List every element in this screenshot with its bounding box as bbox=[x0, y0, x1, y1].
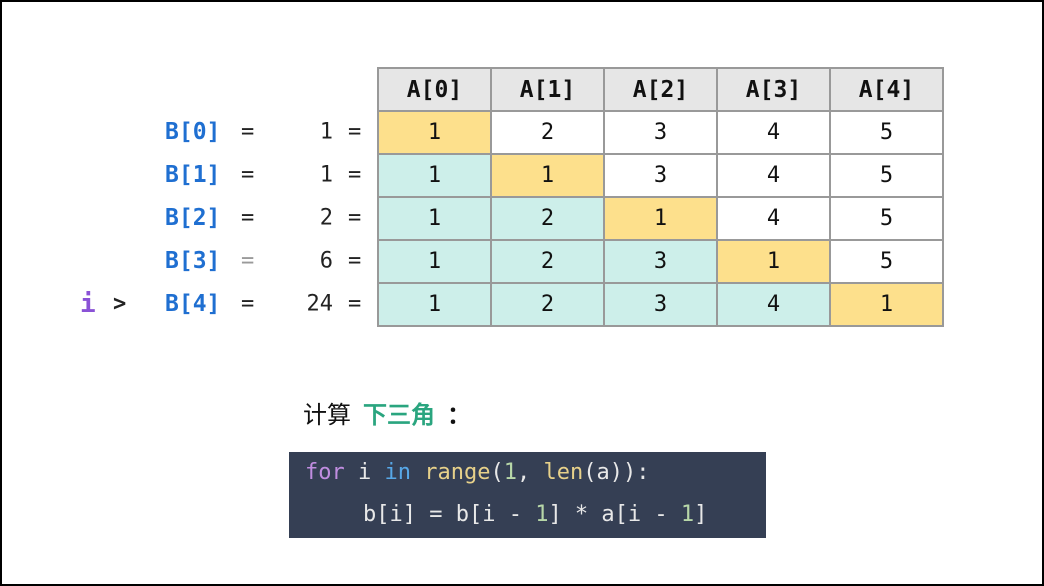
equals-sign: = bbox=[348, 291, 362, 316]
row-label: B[1] = 1 = bbox=[2, 153, 377, 196]
table-cell: 2 bbox=[490, 282, 605, 327]
row-label: i > B[4] = 24 = bbox=[2, 282, 377, 325]
table-cell: 3 bbox=[603, 110, 718, 155]
row-label: B[2] = 2 = bbox=[2, 196, 377, 239]
code-token: 1 bbox=[503, 460, 517, 485]
table-cell: 3 bbox=[603, 282, 718, 327]
col-header: A[4] bbox=[829, 67, 944, 112]
table-cell: 4 bbox=[716, 282, 831, 327]
b-name: B[1] bbox=[165, 161, 221, 188]
col-header: A[0] bbox=[377, 67, 492, 112]
table-cell: 3 bbox=[603, 239, 718, 284]
equals-sign: = bbox=[348, 119, 362, 144]
b-name: B[0] bbox=[165, 118, 221, 145]
col-header: A[2] bbox=[603, 67, 718, 112]
table-cell: 2 bbox=[490, 196, 605, 241]
b-value: 6 bbox=[319, 248, 333, 273]
code-token: ] * a[i - bbox=[548, 502, 681, 527]
code-line-2: b[i] = b[i - 1] * a[i - 1] bbox=[363, 502, 707, 527]
table-cell: 1 bbox=[603, 196, 718, 241]
code-token: b[i] = b[i - bbox=[363, 502, 536, 527]
caption-prefix: 计算 bbox=[303, 401, 351, 429]
code-token: (a)): bbox=[583, 460, 650, 485]
equals-sign: = bbox=[348, 248, 362, 273]
table-cell: 1 bbox=[490, 153, 605, 198]
code-token: for bbox=[305, 460, 345, 485]
b-name: B[2] bbox=[165, 204, 221, 231]
b-value: 2 bbox=[319, 205, 333, 230]
table-cell: 1 bbox=[829, 282, 944, 327]
table-cell: 1 bbox=[716, 239, 831, 284]
equals-sign: = bbox=[241, 205, 255, 230]
table-cell: 2 bbox=[490, 110, 605, 155]
caption: 计算下三角 ： bbox=[303, 395, 471, 430]
code-token: in bbox=[384, 460, 412, 485]
table-cell: 4 bbox=[716, 196, 831, 241]
code-token bbox=[411, 460, 424, 485]
code-block: for i in range(1, len(a)): b[i] = b[i - … bbox=[289, 452, 766, 538]
b-value: 1 bbox=[319, 119, 333, 144]
table-cell: 5 bbox=[829, 196, 944, 241]
table-cell: 3 bbox=[603, 153, 718, 198]
col-header: A[3] bbox=[716, 67, 831, 112]
b-value: 24 bbox=[306, 291, 334, 316]
code-token: i bbox=[344, 460, 385, 485]
table-cell: 1 bbox=[377, 196, 492, 241]
header-row: A[0] A[1] A[2] A[3] A[4] bbox=[377, 67, 944, 112]
pointer-arrow: > bbox=[113, 291, 127, 316]
code-token: , bbox=[516, 460, 544, 485]
table-cell: 4 bbox=[716, 153, 831, 198]
caption-colon: ： bbox=[447, 401, 471, 429]
row-label: B[3] = 6 = bbox=[2, 239, 377, 282]
caption-highlight: 下三角 bbox=[363, 401, 435, 429]
code-token: range bbox=[424, 460, 491, 485]
row-label: B[0] = 1 = bbox=[2, 110, 377, 153]
table-cell: 1 bbox=[377, 282, 492, 327]
table-cell: 5 bbox=[829, 110, 944, 155]
b-name: B[3] bbox=[165, 247, 221, 274]
table-cell: 5 bbox=[829, 239, 944, 284]
code-token: 1 bbox=[680, 502, 695, 527]
code-line-1: for i in range(1, len(a)): bbox=[305, 460, 649, 485]
table-cell: 5 bbox=[829, 153, 944, 198]
col-header: A[1] bbox=[490, 67, 605, 112]
equals-sign: = bbox=[348, 205, 362, 230]
table-cell: 1 bbox=[377, 239, 492, 284]
code-token: ( bbox=[490, 460, 504, 485]
equals-sign: = bbox=[241, 248, 255, 273]
code-token: len bbox=[543, 460, 584, 485]
table-cell: 2 bbox=[490, 239, 605, 284]
code-token: ] bbox=[694, 502, 708, 527]
table-cell: 4 bbox=[716, 110, 831, 155]
equals-sign: = bbox=[348, 162, 362, 187]
equals-sign: = bbox=[241, 119, 255, 144]
b-value: 1 bbox=[319, 162, 333, 187]
b-name: B[4] bbox=[165, 290, 221, 317]
equals-sign: = bbox=[241, 291, 255, 316]
table-cell: 1 bbox=[377, 153, 492, 198]
equals-sign: = bbox=[241, 162, 255, 187]
pointer-i: i bbox=[80, 288, 96, 319]
code-token: 1 bbox=[535, 502, 549, 527]
table-cell: 1 bbox=[377, 110, 492, 155]
